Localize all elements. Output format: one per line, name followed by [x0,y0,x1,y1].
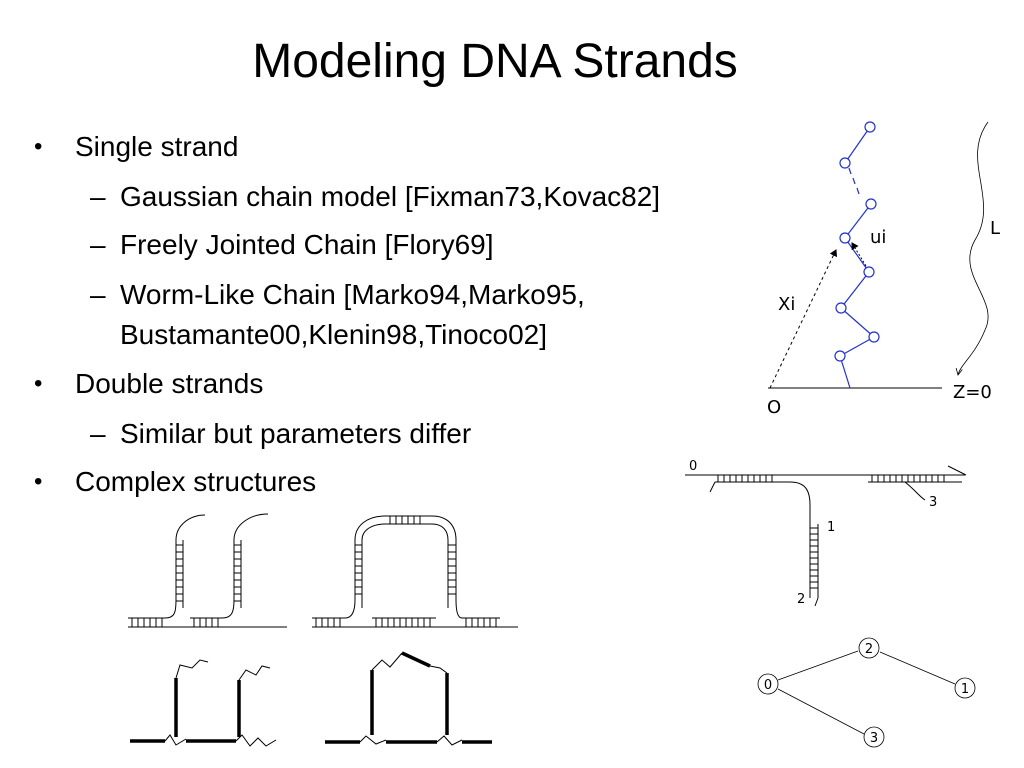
junction-label-1: 1 [827,520,835,535]
dash-marker: – [90,418,106,449]
graph-node-2-label: 2 [865,642,873,657]
graph-node-2 [858,637,880,659]
dash-marker: – [90,279,106,310]
chain-nodes [834,121,880,362]
dash-marker: – [90,181,106,212]
junction-rungs-right [871,475,945,482]
label-xi: Xi [778,294,795,315]
junction-label-3: 3 [929,495,937,510]
bullet-marker: • [34,133,43,160]
label-origin: O [767,397,781,418]
junction-label-0: 0 [689,459,697,474]
junction-rungs-vertical [810,527,818,589]
bullet-marker: • [34,370,43,397]
label-z0: Z=0 [953,382,992,403]
junction-label-2: 2 [797,592,805,607]
graph-node-1-label: 1 [961,682,969,697]
sub-bullet-worm-like: Worm-Like Chain [Marko94,Marko95, [120,279,585,310]
label-length: L [990,218,1000,239]
hairpin-structure-diagram [128,513,287,628]
loop-structure-diagram [312,515,518,628]
label-ui: ui [870,227,886,248]
dash-marker: – [90,229,106,260]
graph-edge-0-2 [777,650,859,681]
chain-diagram: ui Xi L O Z=0 [767,121,1000,418]
ui-vector-arrow [851,242,867,267]
graph-node-3-label: 3 [870,731,878,746]
graph-node-0-label: 0 [764,678,772,693]
xi-vector-arrow [769,249,838,389]
length-wavy-arrow [958,121,989,375]
sub-bullet-gaussian: Gaussian chain model [Fixman73,Kovac82] [120,181,661,212]
sub-bullet-similar: Similar but parameters differ [120,418,472,449]
graph-node-1 [954,677,976,699]
bullet-complex-structures: Complex structures [75,466,317,497]
junction-diagram [685,465,967,607]
graph-diagram: 0 1 2 3 [757,637,976,748]
loop-rungs [315,516,497,627]
graph-edge-2-1 [879,651,956,685]
sub-bullet-worm-like-cont: Bustamante00,Klenin98,Tinoco02] [120,319,548,350]
hairpin-rungs [131,544,241,627]
coarse-hairpin-model [130,659,277,747]
coarse-loop-model [325,651,492,746]
graph-edge-0-3 [777,688,865,735]
graph-node-0 [757,673,779,695]
bullet-marker: • [34,468,43,495]
slide-title: Modeling DNA Strands [252,35,738,88]
bullet-double-strands: Double strands [75,368,264,399]
junction-rungs-left [717,475,773,482]
graph-node-3 [863,726,885,748]
bullet-single-strand: Single strand [75,131,239,162]
sub-bullet-freely-jointed: Freely Jointed Chain [Flory69] [120,229,494,260]
